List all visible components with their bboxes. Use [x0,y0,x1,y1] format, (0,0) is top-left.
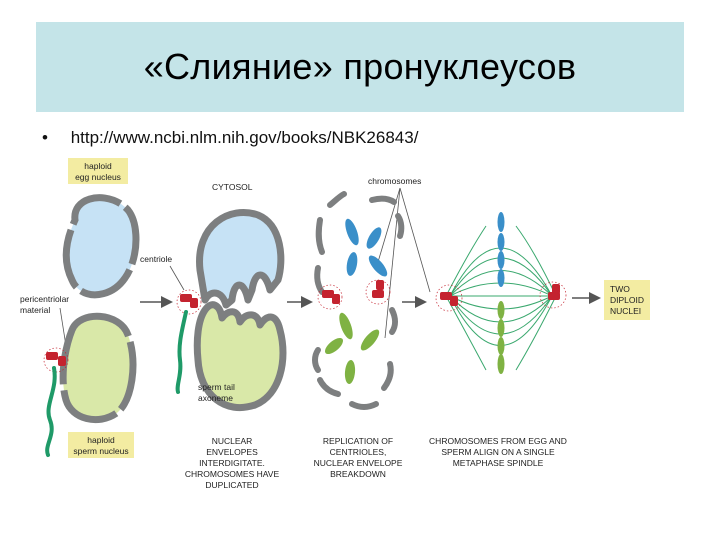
centriole-pair-3 [317,279,391,310]
sperm-tail-label: sperm tail [198,382,235,392]
bullet-marker: • [42,128,48,147]
svg-text:CENTRIOLES,: CENTRIOLES, [330,447,387,457]
centriole-label: centriole [140,254,172,264]
cytosol-label: CYTOSOL [212,182,253,192]
svg-text:CHROMOSOMES FROM EGG AND: CHROMOSOMES FROM EGG AND [429,436,567,446]
svg-text:REPLICATION OF: REPLICATION OF [323,436,393,446]
egg-pronucleus [62,194,140,299]
egg-nucleus-label: haploid egg nucleus [68,158,128,184]
sperm-chromosomes-aligned [497,301,505,374]
svg-text:CHROMOSOMES HAVE: CHROMOSOMES HAVE [185,469,280,479]
source-link[interactable]: http://www.ncbi.nlm.nih.gov/books/NBK268… [70,128,419,147]
stage-interdigitation: CYTOSOL centriole sperm tail axoneme NUC… [140,182,287,490]
chromosomes-label: chromosomes [368,176,421,186]
spindle-pole-right [539,281,567,309]
caption-1: NUCLEAR ENVELOPES INTERDIGITATE. CHROMOS… [185,436,280,490]
svg-text:ENVELOPES: ENVELOPES [206,447,258,457]
centriole-icon-2 [176,289,202,315]
egg-pronucleus-2 [196,208,285,309]
caption-3: CHROMOSOMES FROM EGG AND SPERM ALIGN ON … [429,436,567,468]
sperm-tail-2 [175,310,188,394]
pericentriolar-label: pericentriolar [20,294,69,304]
sperm-nucleus-label: haploid sperm nucleus [68,432,134,458]
svg-text:DUPLICATED: DUPLICATED [205,480,258,490]
sperm-pronucleus [59,312,137,424]
svg-text:material: material [20,305,50,315]
page-title: «Слияние» пронуклеусов [143,46,577,87]
svg-text:DIPLOID: DIPLOID [610,295,644,305]
svg-text:SPERM ALIGN ON A SINGLE: SPERM ALIGN ON A SINGLE [441,447,555,457]
svg-text:haploid: haploid [87,435,115,445]
spindle-pole-left [435,284,463,312]
egg-chromosomes-aligned [497,212,505,287]
svg-text:INTERDIGITATE.: INTERDIGITATE. [199,458,265,468]
stage-metaphase-spindle: CHROMOSOMES FROM EGG AND SPERM ALIGN ON … [429,212,567,468]
svg-text:METAPHASE SPINDLE: METAPHASE SPINDLE [453,458,544,468]
svg-text:TWO: TWO [610,284,630,294]
svg-text:NUCLEAR ENVELOPE: NUCLEAR ENVELOPE [314,458,403,468]
svg-text:BREAKDOWN: BREAKDOWN [330,469,386,479]
svg-text:egg nucleus: egg nucleus [75,172,121,182]
svg-text:haploid: haploid [84,161,112,171]
sperm-pronucleus-2 [193,301,287,412]
caption-2: REPLICATION OF CENTRIOLES, NUCLEAR ENVEL… [314,436,403,479]
sperm-tail [45,366,57,457]
sperm-chromosomes [324,312,380,384]
egg-chromosomes [345,218,388,277]
title-band: «Слияние» пронуклеусов [36,22,684,112]
stage-envelope-breakdown: chromosomes [312,176,431,479]
bullet-item: • http://www.ncbi.nlm.nih.gov/books/NBK2… [42,128,418,148]
two-diploid-nuclei-label: TWO DIPLOID NUCLEI [604,280,650,320]
stage-separate-pronuclei: haploid egg nucleus pericentriolar mater… [20,158,140,458]
svg-text:sperm nucleus: sperm nucleus [73,446,128,456]
svg-text:NUCLEAR: NUCLEAR [212,436,253,446]
svg-text:axoneme: axoneme [198,393,233,403]
envelope-fragments [312,191,405,410]
svg-text:NUCLEI: NUCLEI [610,306,641,316]
